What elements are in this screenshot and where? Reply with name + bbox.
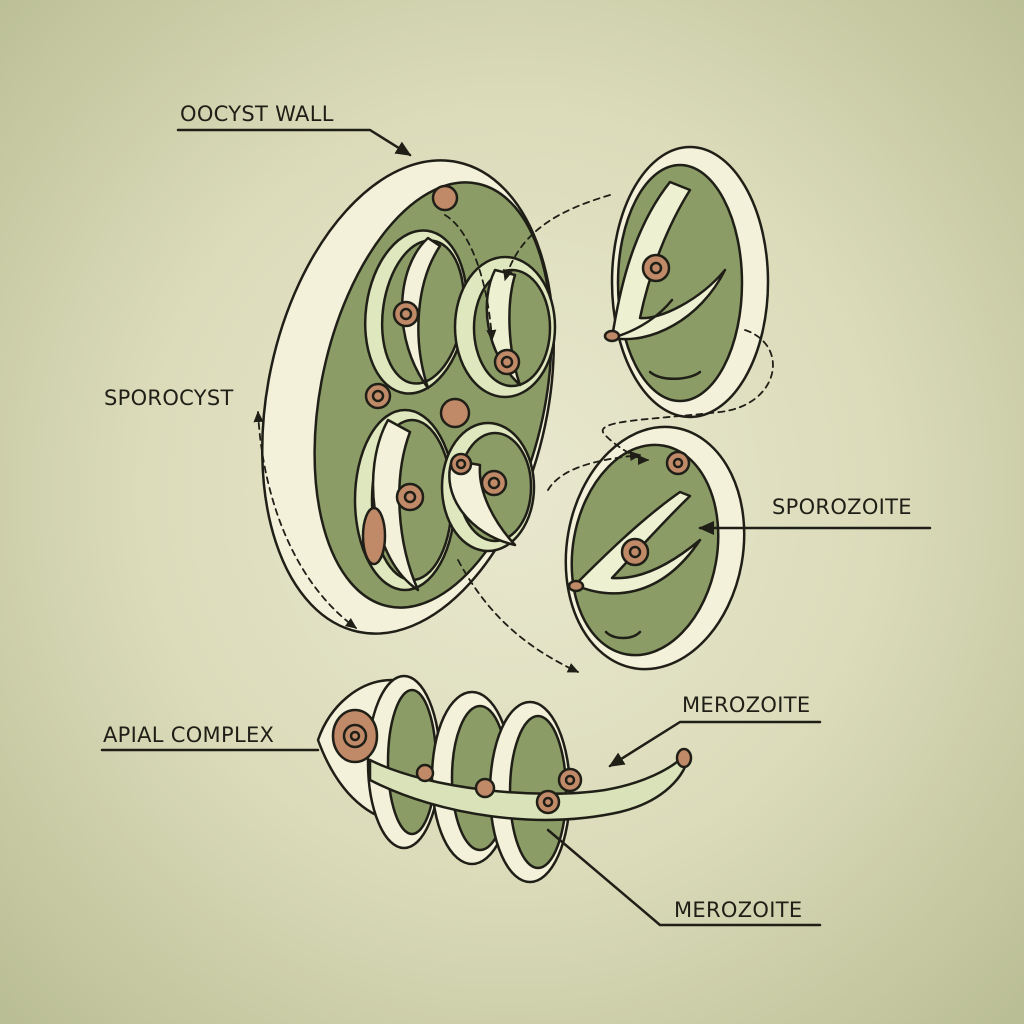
sporocyst-label: SPOROCYST	[104, 386, 234, 410]
merozoite-top-leader	[608, 720, 822, 768]
sporocyst-detached-top	[603, 145, 770, 419]
oocyst-wall-leader	[176, 128, 412, 157]
oocyst-wall-label: OOCYST WALL	[180, 102, 334, 126]
nucleus	[439, 397, 471, 429]
sporozoite-label: SPOROZOITE	[772, 495, 912, 519]
oocyst	[261, 159, 557, 635]
leader-lines	[100, 128, 932, 927]
dashed-flow-arrows	[253, 194, 774, 673]
merozoite-label-bottom: MEROZOITE	[674, 898, 803, 922]
merozoite-label-top: MEROZOITE	[682, 693, 811, 717]
sporocyst-lower-left	[353, 408, 457, 592]
nucleus	[431, 184, 459, 212]
sporocyst-lower-right	[440, 421, 536, 553]
sporocyst-detached-right	[564, 425, 746, 671]
merozoite-group	[316, 674, 693, 884]
merozoite-bottom-leader	[546, 828, 822, 927]
sporocyst-upper-right	[453, 255, 557, 399]
apical-complex-label: APIAL COMPLEX	[103, 723, 275, 747]
